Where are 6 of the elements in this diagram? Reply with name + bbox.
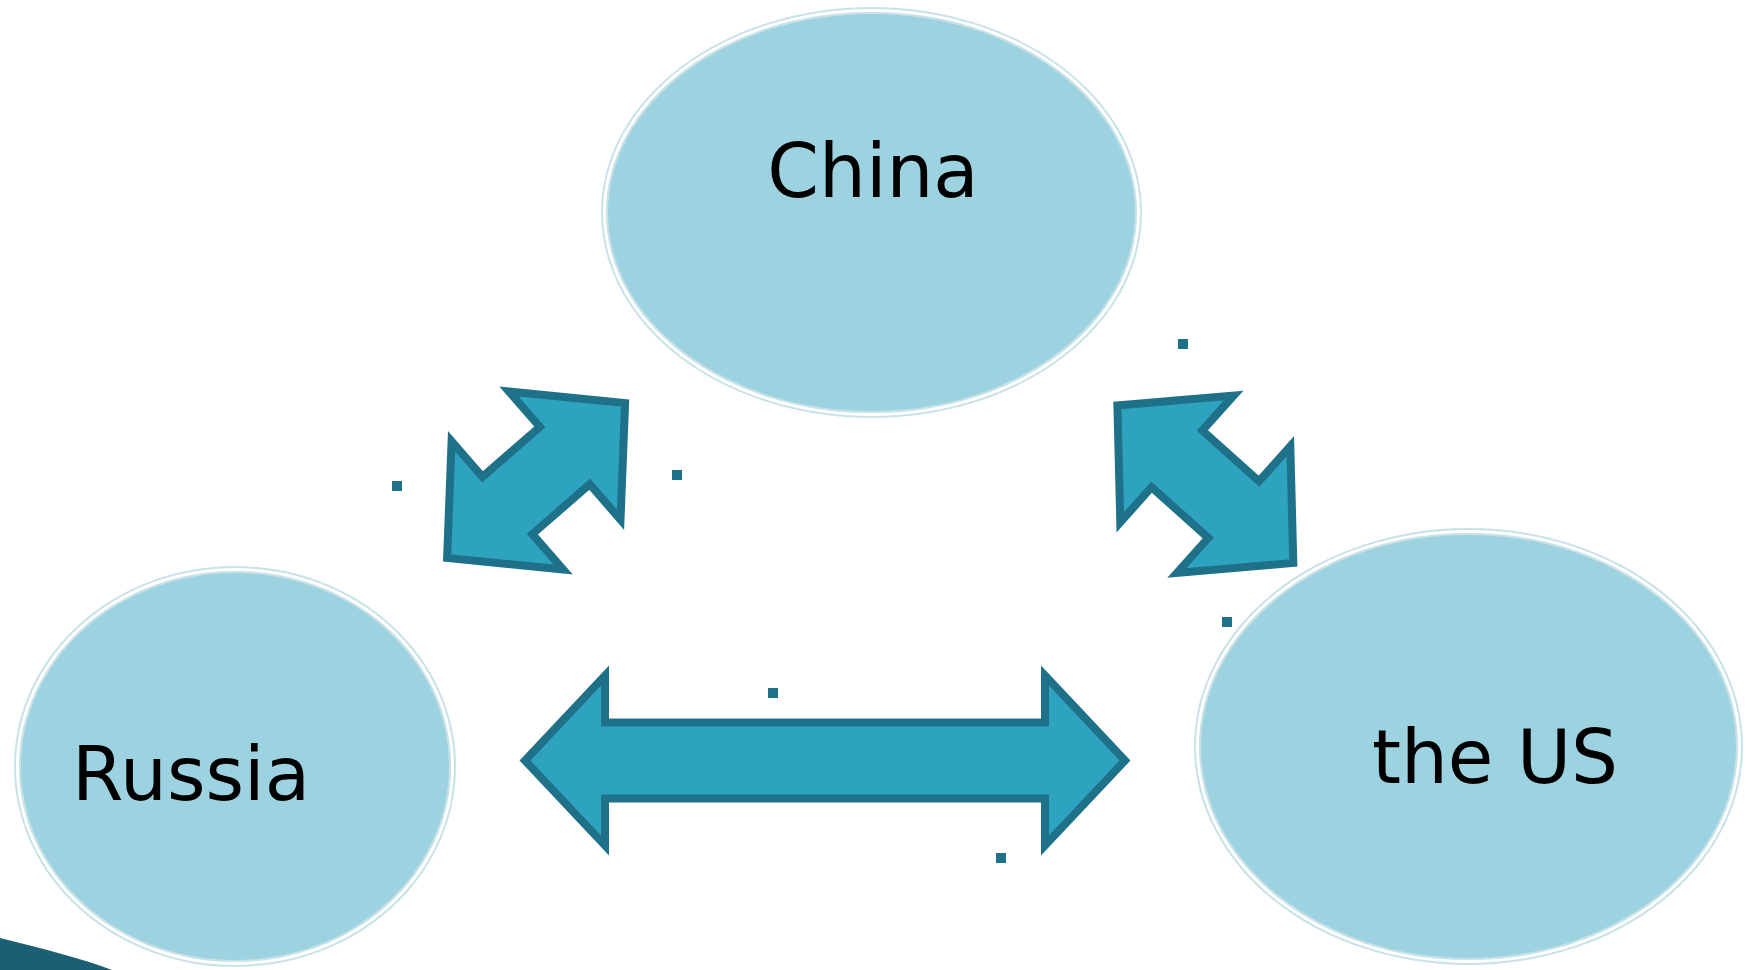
double-block-arrow [519,665,1131,856]
node-label: the US [1371,720,1619,794]
double-block-arrow [1113,390,1298,578]
double-block-arrow [442,386,630,575]
node-label: China [767,134,979,208]
node-label: Russia [72,737,310,811]
